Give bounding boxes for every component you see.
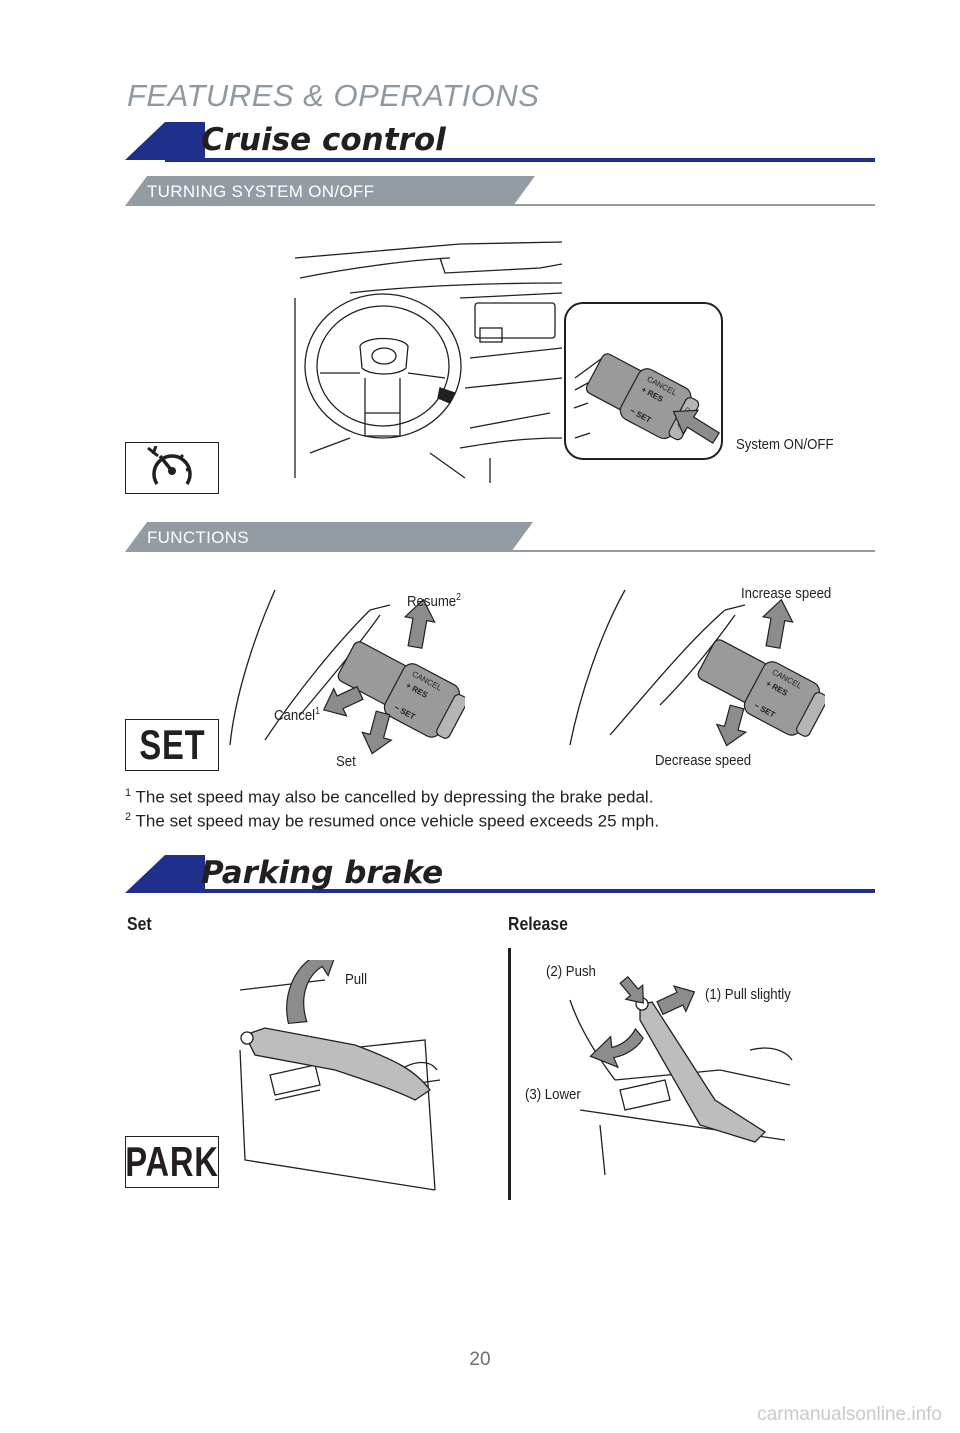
decrease-speed-label: Decrease speed bbox=[655, 752, 752, 769]
set-badge-text: SET bbox=[138, 721, 206, 768]
subsection-title-onoff: TURNING SYSTEM ON/OFF bbox=[147, 182, 375, 201]
subsection-title-functions: FUNCTIONS bbox=[147, 528, 249, 547]
cancel-arrow bbox=[322, 685, 364, 717]
lever-set-cancel-illustration: CANCEL + RES − SET bbox=[229, 589, 465, 755]
cancel-label: Cancel1 bbox=[274, 706, 320, 724]
push-label: (2) Push bbox=[546, 963, 596, 980]
parking-set-illustration bbox=[239, 960, 441, 1191]
resume-arrow bbox=[403, 598, 436, 649]
increase-arrow bbox=[761, 598, 794, 649]
lower-arrow bbox=[589, 1027, 644, 1069]
section-title-parking: Parking brake bbox=[201, 855, 444, 891]
set-arrow bbox=[361, 710, 393, 755]
cruise-speedometer-icon bbox=[147, 446, 192, 485]
chapter-title: FEATURES & OPERATIONS bbox=[127, 78, 540, 113]
section-bar-graphic bbox=[125, 122, 875, 162]
subsection-header-onoff: TURNING SYSTEM ON/OFF bbox=[125, 176, 875, 208]
resume-label: Resume2 bbox=[407, 592, 462, 610]
dashboard-illustration: CANCEL + RES − SET ON-OFF bbox=[294, 241, 723, 483]
column-divider bbox=[508, 948, 511, 1200]
subsection-bar-graphic bbox=[125, 176, 875, 206]
section-bar-graphic bbox=[125, 855, 875, 893]
section-header-parking: Parking brake bbox=[125, 855, 875, 895]
decrease-arrow bbox=[715, 704, 748, 747]
subsection-bar-graphic bbox=[125, 522, 875, 552]
footnote-1: 1 The set speed may also be cancelled by… bbox=[125, 787, 654, 807]
watermark: carmanualsonline.info bbox=[757, 1404, 942, 1425]
increase-speed-label: Increase speed bbox=[741, 585, 832, 602]
pull-label: Pull bbox=[345, 971, 368, 988]
pull-slightly-arrow bbox=[656, 985, 696, 1016]
push-arrow bbox=[619, 975, 644, 1004]
park-badge: PARK bbox=[125, 1136, 219, 1188]
cruise-icon-badge bbox=[125, 442, 219, 494]
set-label: Set bbox=[336, 753, 356, 770]
section-header-cruise: Cruise control bbox=[125, 122, 875, 162]
parking-release-heading: Release bbox=[508, 914, 568, 934]
lever-speed-illustration: CANCEL + RES − SET bbox=[569, 589, 825, 747]
park-badge-text: PARK bbox=[125, 1138, 219, 1185]
pull-slightly-label: (1) Pull slightly bbox=[705, 986, 791, 1003]
set-badge: SET bbox=[125, 719, 219, 771]
section-title-cruise: Cruise control bbox=[201, 122, 446, 158]
footnote-2: 2 The set speed may be resumed once vehi… bbox=[125, 811, 660, 831]
parking-set-heading: Set bbox=[127, 914, 152, 934]
subsection-header-functions: FUNCTIONS bbox=[125, 522, 875, 554]
system-onoff-label: System ON/OFF bbox=[736, 436, 834, 453]
lower-label: (3) Lower bbox=[525, 1086, 581, 1103]
pull-arrow bbox=[286, 960, 341, 1025]
parking-release-illustration bbox=[569, 975, 793, 1176]
page-number: 20 bbox=[469, 1349, 491, 1370]
